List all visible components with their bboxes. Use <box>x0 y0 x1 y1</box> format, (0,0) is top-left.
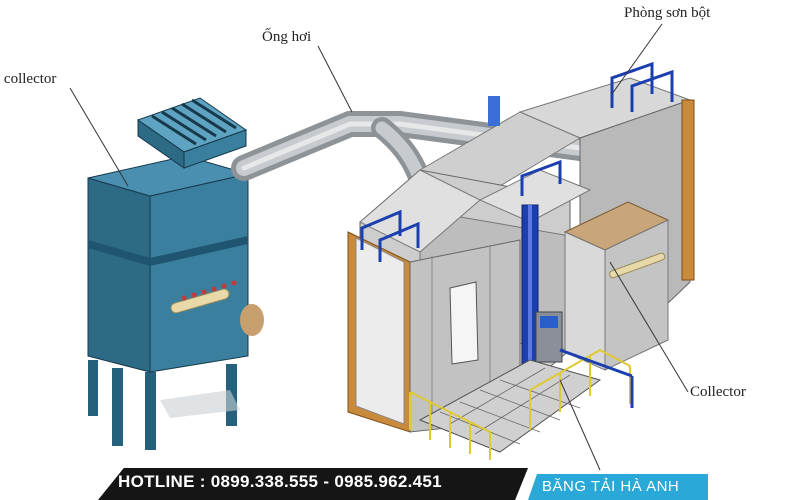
brand-banner <box>528 474 708 500</box>
label-collector: Collector <box>690 384 746 400</box>
brand-text: BĂNG TẢI HÀ ANH <box>542 478 680 495</box>
callout-leaders <box>69 23 689 471</box>
dust-collector <box>87 97 264 450</box>
powder-booth <box>347 61 695 460</box>
label-dust-collector: t collector <box>0 71 57 87</box>
label-booth: Phòng sơn bột <box>624 5 711 21</box>
hotline-text: HOTLINE : 0899.338.555 - 0985.962.451 <box>118 472 442 491</box>
hotline-banner <box>98 468 528 500</box>
label-pipe: Ống hơi <box>262 29 312 45</box>
